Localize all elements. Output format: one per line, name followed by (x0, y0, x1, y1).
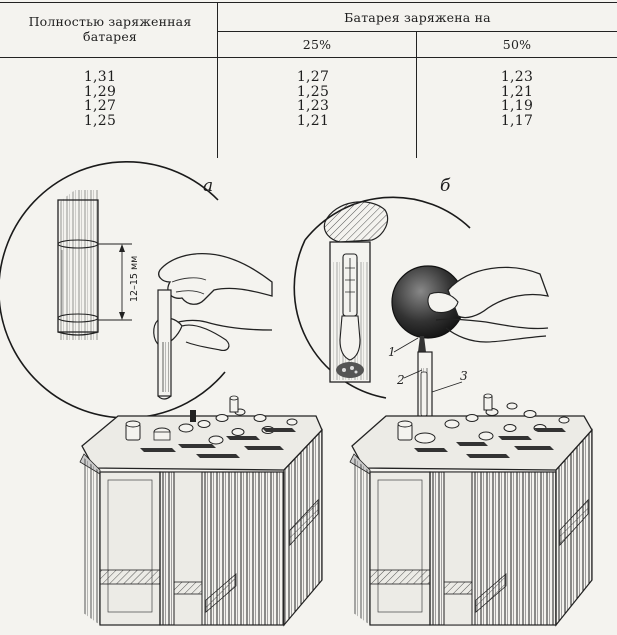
column-50-percent: 1,23 1,21 1,19 1,17 (477, 70, 557, 128)
callout-1: 1 (388, 345, 396, 359)
table-cell: 1,23 (296, 98, 330, 115)
table-group-rule (218, 31, 617, 32)
table-cell: 1,23 (500, 69, 534, 85)
table-cell: 1,27 (296, 69, 330, 85)
column-full-charge: 1,31 1,29 1,27 1,25 (60, 70, 140, 128)
callout-3: 3 (460, 369, 468, 383)
table-cell: 1,31 (83, 69, 117, 85)
dimension-label: 12–15 мм (129, 256, 140, 302)
header-25-percent: 25% (302, 37, 332, 52)
table-cell: 1,25 (296, 83, 330, 100)
figure-label-b: б (440, 176, 451, 196)
figure-label-a: а (203, 176, 214, 196)
battery-right (349, 393, 593, 627)
table-cell: 1,27 (83, 98, 117, 115)
table-cell: 1,21 (296, 112, 330, 129)
column-25-percent: 1,27 1,25 1,23 1,21 (273, 70, 353, 128)
battery-left (79, 395, 323, 627)
table-header-rule (0, 57, 617, 59)
table-vrule-2 (416, 32, 418, 158)
magnifier-a: 12–15 мм (0, 161, 226, 419)
header-full-charge: Полностью заряженная батарея (28, 14, 192, 44)
table-cell: 1,19 (500, 98, 534, 115)
density-table: Полностью заряженная батарея Батарея зар… (0, 0, 617, 160)
table-cell: 1,25 (83, 112, 117, 129)
hand-with-tube (153, 252, 273, 400)
header-50-percent: 50% (502, 37, 532, 52)
table-vrule-1 (217, 2, 219, 158)
callout-2: 2 (396, 373, 405, 387)
magnifier-b (293, 196, 471, 399)
table-cell: 1,17 (500, 112, 534, 129)
table-cell: 1,21 (500, 83, 534, 100)
table-cell: 1,29 (83, 83, 117, 100)
table-top-rule (0, 2, 617, 4)
hand-with-bulb: 1 2 3 (388, 265, 550, 437)
header-charged-on: Батарея заряжена на (344, 10, 491, 25)
